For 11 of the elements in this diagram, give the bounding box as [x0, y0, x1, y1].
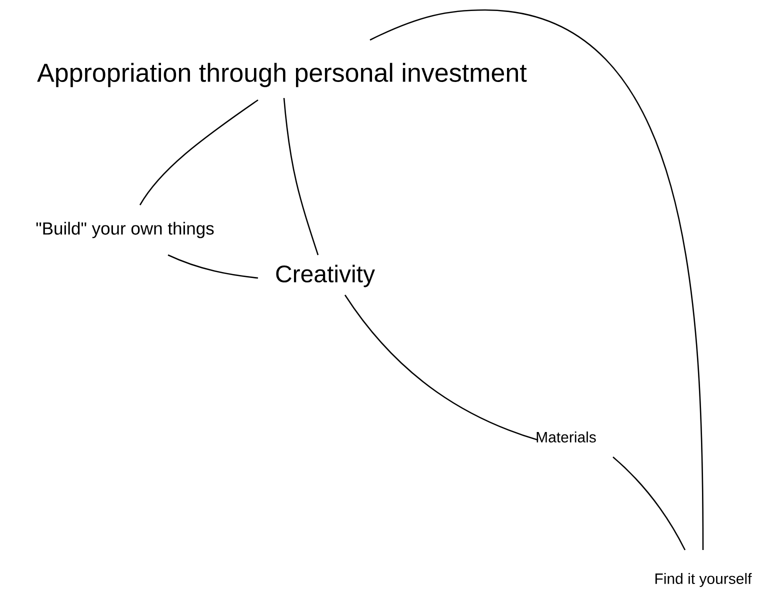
node-label: "Build" your own things	[36, 222, 214, 238]
node-label: Creativity	[276, 264, 375, 288]
connector-line	[612, 456, 686, 550]
connector-line	[370, 9, 704, 550]
connector-line	[139, 99, 258, 206]
connector-line	[168, 254, 258, 279]
connector-line	[283, 98, 319, 256]
connector-line	[344, 294, 538, 441]
node-label: Appropriation through personal investment	[37, 62, 527, 88]
node-label: Materials	[536, 431, 596, 442]
node-label: Find it yourself	[655, 573, 752, 587]
